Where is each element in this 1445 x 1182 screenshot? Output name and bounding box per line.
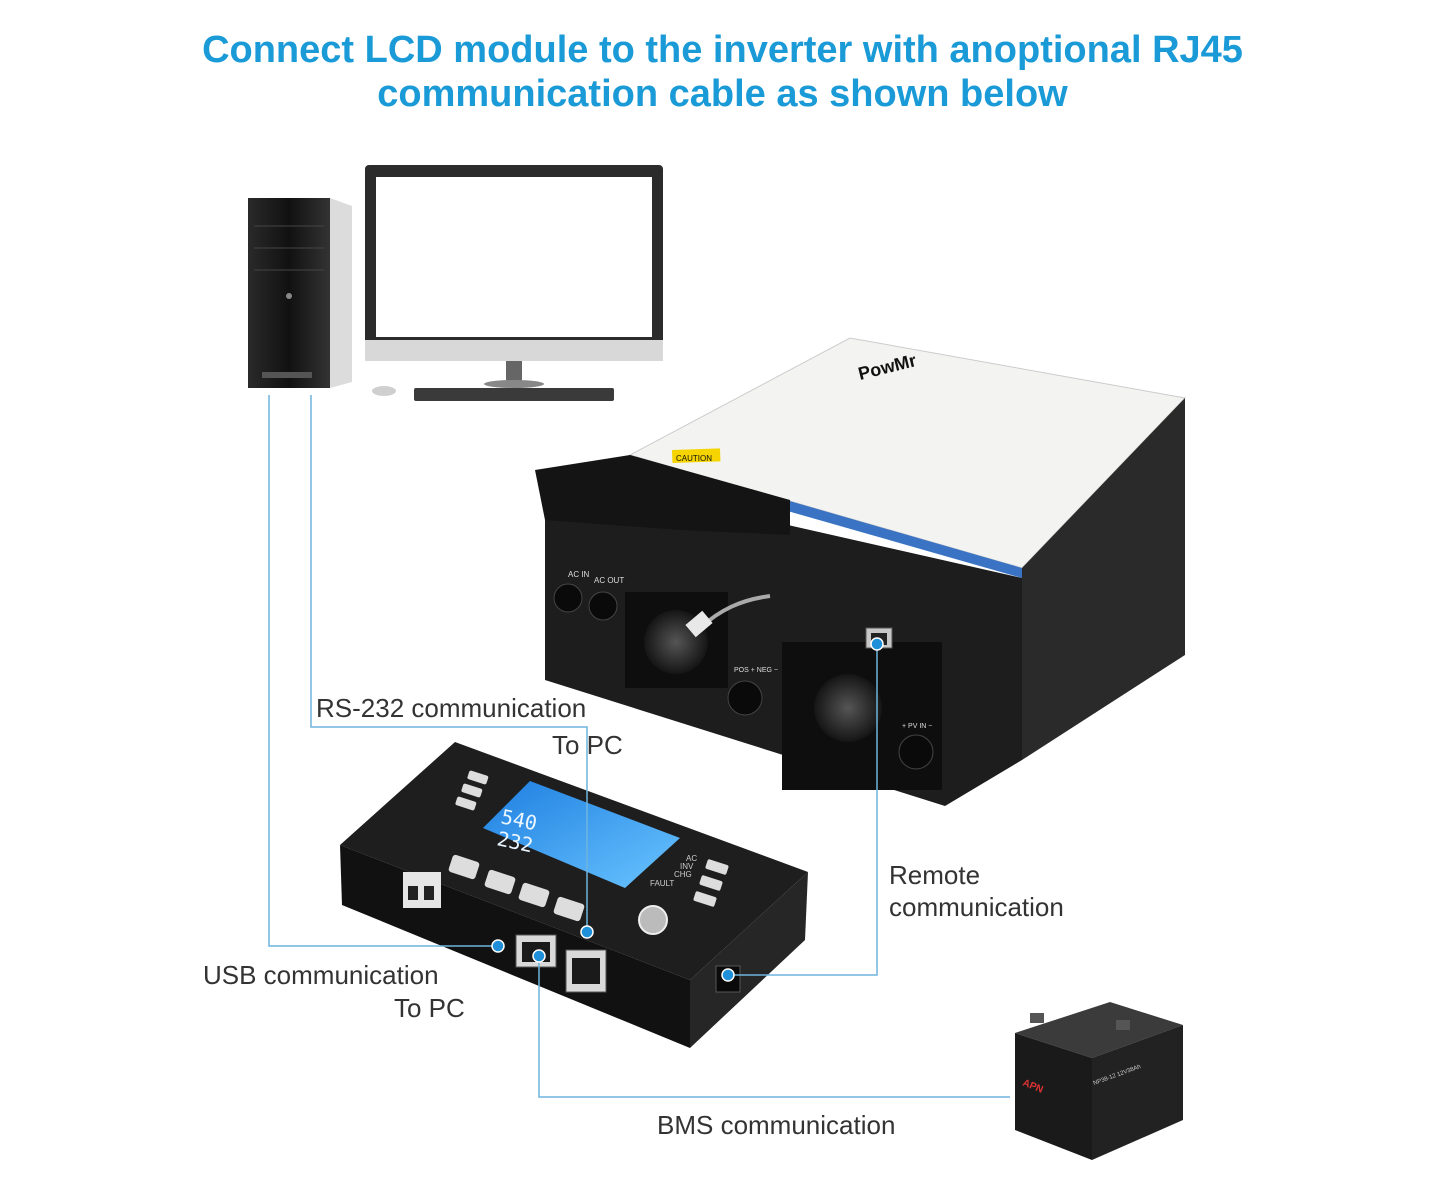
rs232-connector-line xyxy=(310,395,588,932)
usb-connector-line xyxy=(268,395,494,947)
usb-port-marker xyxy=(491,939,505,953)
bms-connector-line xyxy=(538,956,1010,1098)
pc-tower xyxy=(248,198,352,388)
bms-label: BMS communication xyxy=(657,1110,896,1140)
page-title-line-2: communication cable as shown below xyxy=(377,73,1068,115)
lcd-keypad[interactable] xyxy=(448,770,729,922)
remote-connector-line xyxy=(728,644,878,976)
inverter: PowMr CAUTION AC IN AC OUT POS + NEG − +… xyxy=(535,337,1187,806)
connector-dots xyxy=(491,637,884,982)
rs232-to-pc-label: To PC xyxy=(552,730,623,760)
lcd-module: 540 232 AC INV CHG FAULT xyxy=(340,742,808,1048)
remote-lcd-port-marker xyxy=(721,968,735,982)
usb-to-pc-label: To PC xyxy=(394,993,465,1023)
lcd-status-ac: AC xyxy=(686,854,697,863)
page-title-line-1: Connect LCD module to the inverter with … xyxy=(202,29,1243,71)
pc-monitor xyxy=(365,165,663,401)
lcd-status-inv: INV xyxy=(680,862,694,871)
rs232-label: RS-232 communication xyxy=(316,693,587,723)
usb-label: USB communication xyxy=(203,960,439,990)
bms-port-marker xyxy=(532,949,546,963)
inverter-pv-in-label: + PV IN − xyxy=(902,723,932,730)
connector-lines xyxy=(268,395,1010,1098)
remote-communication-label: communication xyxy=(889,892,1064,922)
rs232-port-marker xyxy=(580,925,594,939)
lcd-power-button[interactable] xyxy=(638,905,668,935)
inverter-battery-terminals-label: POS + NEG − xyxy=(734,667,778,674)
inverter-ac-out-label: AC OUT xyxy=(594,576,624,585)
inverter-ac-in-label: AC IN xyxy=(568,570,590,579)
remote-label: Remote xyxy=(889,860,981,890)
inverter-caution-label: CAUTION xyxy=(676,454,712,463)
lcd-status-chg: CHG xyxy=(674,870,692,879)
battery: APN NP38-12 12V38Ah xyxy=(1015,1002,1183,1160)
lcd-status-fault: FAULT xyxy=(650,879,674,888)
remote-inverter-port-marker xyxy=(870,637,884,651)
